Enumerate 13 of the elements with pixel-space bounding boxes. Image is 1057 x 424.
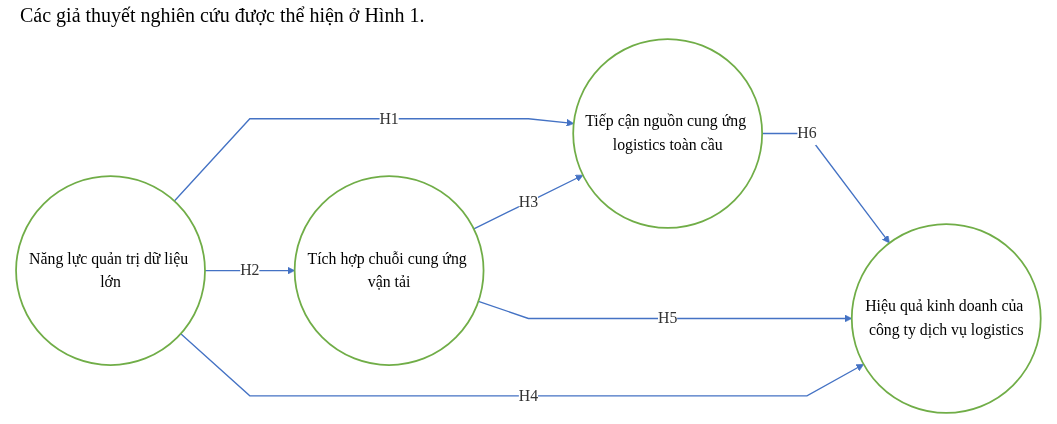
node-circle: Tích hợp chuỗi cung ứng vận tải — [293, 175, 485, 366]
node-circle: Tiếp cận nguồn cung ứng logistics toàn cầu — [572, 38, 764, 229]
arrow — [180, 333, 865, 397]
edge-label: H4 — [518, 386, 539, 405]
edge-label: H2 — [240, 261, 260, 279]
edge-label: H1 — [379, 109, 399, 128]
node-circle: Hiệu quả kinh doanh của công ty dịch vụ logistics — [851, 223, 1042, 414]
edge-label: H3 — [518, 192, 539, 211]
intro-sentence: Các giả thuyết nghiên cứu được thể hiện ở Hình 1. — [20, 4, 426, 27]
edge-label: H5 — [658, 309, 678, 327]
edge-label: H6 — [797, 124, 817, 142]
arrow — [473, 174, 584, 230]
node-circle: Năng lực quản trị dữ liệu lớn — [15, 175, 206, 366]
